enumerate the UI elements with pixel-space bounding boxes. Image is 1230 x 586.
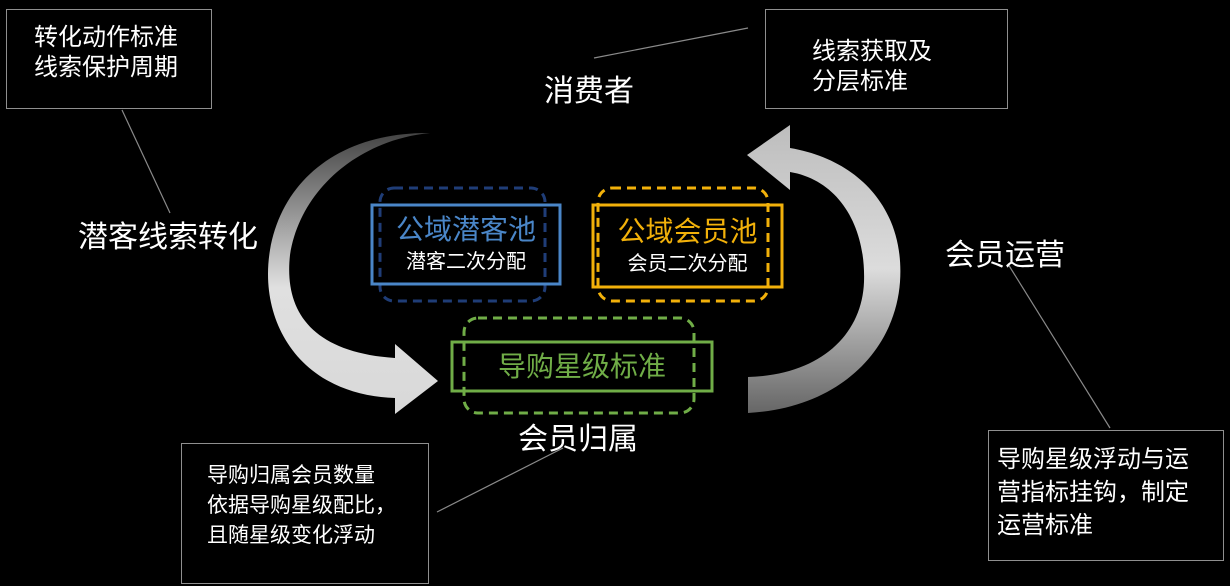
note-line: 且随星级变化浮动 (207, 523, 375, 547)
note-line: 线索保护周期 (34, 53, 178, 81)
label-member-operation: 会员运营 (945, 238, 1065, 273)
note-line: 分层标准 (812, 67, 908, 95)
pool-public-potential: 公域潜客池 潜客二次分配 (372, 212, 560, 274)
note-line: 运营标准 (997, 511, 1093, 539)
public-member-box (591, 203, 784, 289)
label-consumer: 消费者 (544, 74, 634, 109)
connector-line-top-left (121, 109, 171, 214)
pool-title: 公域会员池 (617, 215, 758, 248)
note-line: 营指标挂钩，制定 (997, 478, 1189, 506)
public-potential-box (370, 203, 562, 286)
note-bottom-right: 导购星级浮动与运 营指标挂钩，制定 运营标准 (988, 430, 1224, 561)
note-line: 依据导购星级配比， (207, 493, 396, 517)
guide-standard-dashed-box (462, 316, 696, 415)
note-line: 导购星级浮动与运 (997, 445, 1189, 473)
label-potential-conversion: 潜客线索转化 (78, 220, 258, 255)
connector-line-top (593, 27, 749, 59)
pool-guide-standard: 导购星级标准 (452, 349, 712, 385)
left-curved-arrow (267, 132, 438, 414)
guide-standard-box (450, 340, 714, 393)
label-member-attribution: 会员归属 (518, 422, 638, 457)
connector-line-bottom-left (436, 447, 564, 513)
note-line: 线索获取及 (812, 37, 932, 65)
pool-subtitle: 潜客二次分配 (406, 249, 526, 273)
note-line: 导购归属会员数量 (207, 463, 375, 487)
pool-title: 公域潜客池 (395, 213, 536, 246)
connector-line-right (1007, 263, 1111, 429)
note-line: 转化动作标准 (34, 23, 178, 51)
pool-title: 导购星级标准 (497, 350, 666, 383)
note-bottom-left: 导购归属会员数量 依据导购星级配比， 且随星级变化浮动 (181, 443, 429, 584)
public-potential-dashed-box (378, 186, 547, 303)
right-curved-arrow (747, 125, 901, 413)
note-top-left: 转化动作标准 线索保护周期 (6, 9, 212, 109)
pool-public-member: 公域会员池 会员二次分配 (593, 214, 782, 276)
pool-subtitle: 会员二次分配 (627, 251, 748, 275)
note-top-right: 线索获取及 分层标准 (765, 9, 1008, 109)
